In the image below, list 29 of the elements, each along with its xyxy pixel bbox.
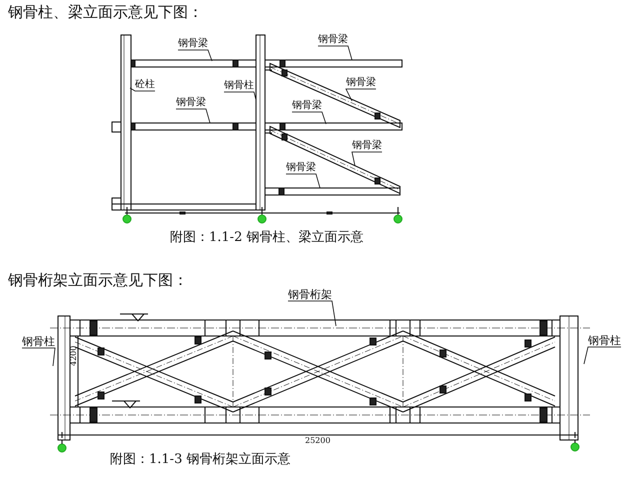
part-label: 钢骨梁 (292, 100, 322, 112)
leader-line (176, 108, 210, 124)
part-label: 钢骨柱 (22, 336, 55, 348)
heading: 钢骨桁架立面示意见下图： (8, 272, 188, 288)
part-label: 钢骨梁 (176, 97, 206, 109)
part-label: 钢骨梁 (178, 38, 208, 50)
part-label: 钢骨梁 (318, 34, 348, 46)
part-label: 钢骨梁 (346, 77, 376, 89)
leader-line (288, 300, 336, 326)
leader-line (22, 348, 56, 366)
heading: 钢骨柱、梁立面示意见下图： (8, 4, 203, 20)
figure-caption: 附图：1.1-3 钢骨桁架立面示意 (110, 453, 290, 468)
leader-line (286, 174, 320, 188)
leader-line (130, 88, 156, 92)
leader-line (584, 346, 622, 364)
part-label: 钢骨柱 (224, 80, 254, 92)
leader-line (292, 112, 326, 124)
figure-caption: 附图：1.1-2 钢骨柱、梁立面示意 (170, 231, 364, 246)
leader-line (352, 152, 382, 166)
part-label: 钢骨桁架 (288, 289, 332, 301)
leader-line (318, 46, 352, 60)
leader-line (178, 50, 212, 62)
part-label: 钢骨梁 (286, 162, 316, 174)
part-label: 砼柱 (135, 79, 155, 91)
part-label: 钢骨柱 (588, 335, 621, 347)
dimension-label: 25200 (305, 437, 330, 446)
leader-line (224, 92, 256, 100)
part-label: 钢骨梁 (352, 140, 382, 152)
leader-line (345, 88, 376, 102)
